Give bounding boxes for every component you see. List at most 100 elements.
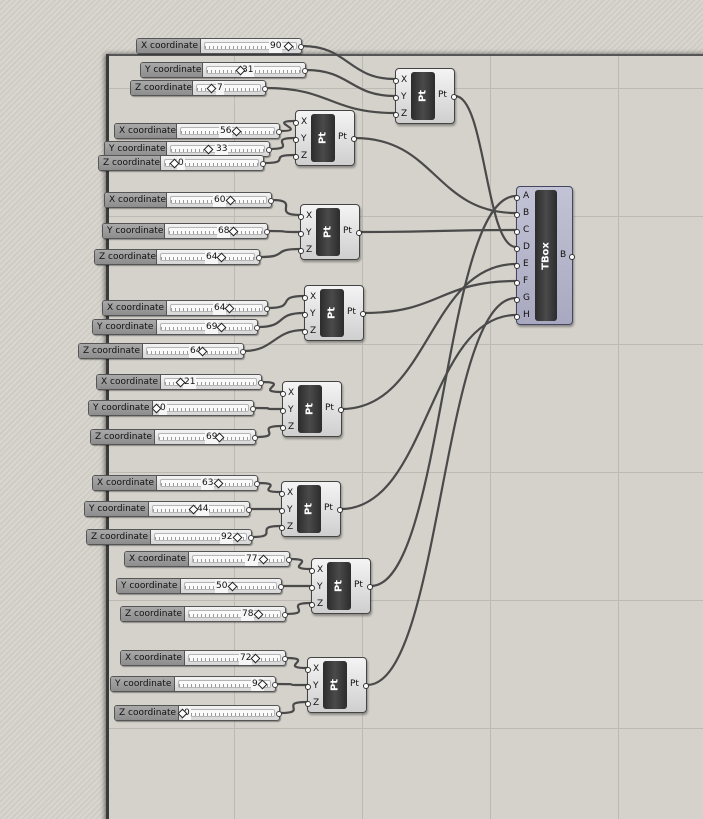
input-port[interactable] <box>514 280 520 286</box>
input-port[interactable] <box>393 112 399 118</box>
output-port[interactable] <box>338 407 344 413</box>
output-grip[interactable] <box>282 656 288 662</box>
input-port[interactable] <box>302 295 308 301</box>
input-port[interactable] <box>280 425 286 431</box>
output-grip[interactable] <box>256 255 262 261</box>
slider-track[interactable] <box>178 680 271 688</box>
input-port[interactable] <box>309 602 315 608</box>
input-port[interactable] <box>293 120 299 126</box>
number-slider[interactable]: Y coordinate93 <box>110 676 278 692</box>
output-grip[interactable] <box>276 129 282 135</box>
input-port[interactable] <box>280 391 286 397</box>
input-port[interactable] <box>298 231 304 237</box>
input-port[interactable] <box>279 525 285 531</box>
slider-track[interactable] <box>204 42 297 50</box>
input-port[interactable] <box>293 154 299 160</box>
output-grip[interactable] <box>264 229 270 235</box>
input-port[interactable] <box>298 214 304 220</box>
slider-track[interactable] <box>154 533 247 541</box>
input-port[interactable] <box>514 195 520 201</box>
input-port[interactable] <box>298 248 304 254</box>
input-port[interactable] <box>514 229 520 235</box>
output-grip[interactable] <box>278 584 284 590</box>
output-grip[interactable] <box>250 406 256 412</box>
input-port[interactable] <box>514 212 520 218</box>
slider-track[interactable] <box>188 610 281 618</box>
output-grip[interactable] <box>254 325 260 331</box>
input-port[interactable] <box>393 95 399 101</box>
input-port[interactable] <box>393 78 399 84</box>
input-port[interactable] <box>305 667 311 673</box>
output-grip[interactable] <box>240 349 246 355</box>
output-grip[interactable] <box>252 435 258 441</box>
output-grip[interactable] <box>258 380 264 386</box>
input-port[interactable] <box>309 585 315 591</box>
slider-track[interactable] <box>168 227 263 235</box>
input-port[interactable] <box>514 246 520 252</box>
output-port[interactable] <box>367 584 373 590</box>
slider-track[interactable] <box>188 654 281 662</box>
slider-track[interactable] <box>164 378 257 386</box>
output-grip[interactable] <box>276 711 282 717</box>
output-grip[interactable] <box>268 198 274 204</box>
input-port[interactable] <box>280 408 286 414</box>
slider-track[interactable] <box>182 709 275 717</box>
output-grip[interactable] <box>262 86 268 92</box>
slider-track[interactable] <box>192 555 285 563</box>
output-grip[interactable] <box>282 612 288 618</box>
input-port[interactable] <box>302 329 308 335</box>
input-port[interactable] <box>305 684 311 690</box>
output-grip[interactable] <box>260 161 266 167</box>
output-grip[interactable] <box>264 306 270 312</box>
output-port[interactable] <box>351 136 357 142</box>
output-port[interactable] <box>451 94 457 100</box>
output-grip[interactable] <box>266 147 272 153</box>
output-grip[interactable] <box>286 557 292 563</box>
output-grip[interactable] <box>272 682 278 688</box>
slider-track[interactable] <box>196 84 261 92</box>
input-port[interactable] <box>309 568 315 574</box>
input-port[interactable] <box>514 297 520 303</box>
output-grip[interactable] <box>254 481 260 487</box>
output-port[interactable] <box>569 253 575 260</box>
output-grip[interactable] <box>298 44 304 50</box>
output-port[interactable] <box>360 311 366 317</box>
input-port[interactable] <box>302 312 308 318</box>
input-port[interactable] <box>279 508 285 514</box>
input-port[interactable] <box>514 314 520 320</box>
output-port[interactable] <box>337 507 343 513</box>
input-port[interactable] <box>279 491 285 497</box>
slider-track[interactable] <box>156 404 249 412</box>
output-port[interactable] <box>363 683 369 689</box>
slider-track[interactable] <box>164 159 259 167</box>
